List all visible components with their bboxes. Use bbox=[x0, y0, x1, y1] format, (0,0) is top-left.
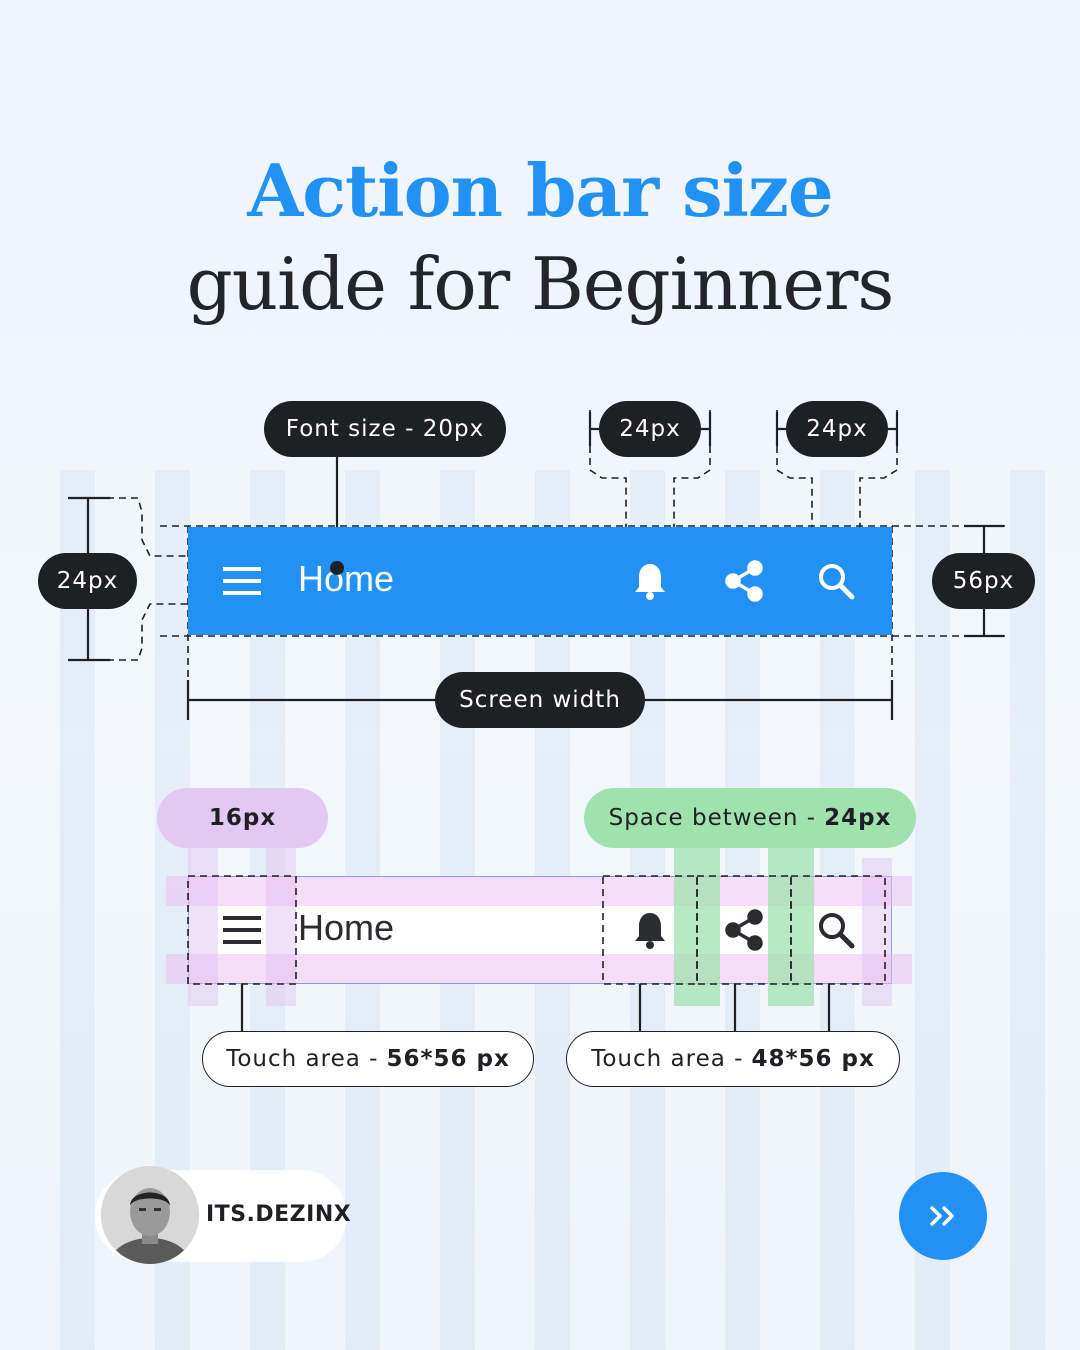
screen-width-label: Screen width bbox=[435, 672, 645, 728]
icon-width-label-bell: 24px bbox=[599, 401, 701, 457]
avatar bbox=[101, 1166, 199, 1264]
action-bar-blue bbox=[188, 527, 892, 635]
title-line-2: guide for Beginners bbox=[186, 242, 895, 326]
icon-width-label-search: 24px bbox=[786, 401, 888, 457]
search-icon bbox=[812, 557, 860, 605]
action-bar-title: Home bbox=[298, 907, 395, 948]
double-chevron-right-icon bbox=[930, 1206, 954, 1226]
spacing-label-value: 24px bbox=[824, 805, 892, 831]
touch-area-right-value: 48*56 px bbox=[751, 1046, 875, 1072]
bar-height-label: 56px bbox=[932, 553, 1035, 609]
touch-area-left-value: 56*56 px bbox=[386, 1046, 510, 1072]
menu-icon bbox=[218, 906, 266, 954]
touch-area-right-text: Touch area - bbox=[591, 1046, 744, 1072]
title-line-1: Action bar size bbox=[247, 148, 833, 233]
padding-label: 16px bbox=[157, 788, 328, 848]
touch-area-label-left: Touch area - 56*56 px bbox=[202, 1031, 534, 1087]
touch-area-label-right: Touch area - 48*56 px bbox=[566, 1031, 900, 1087]
action-bar-title: Home bbox=[298, 558, 395, 599]
next-button[interactable] bbox=[899, 1172, 987, 1260]
font-size-pointer-dot bbox=[330, 561, 344, 575]
bell-icon bbox=[626, 906, 674, 954]
spacing-label-text: Space between - bbox=[608, 805, 817, 831]
spacing-label: Space between - 24px bbox=[584, 788, 916, 848]
share-icon bbox=[720, 557, 768, 605]
share-icon bbox=[720, 906, 768, 954]
menu-icon bbox=[218, 557, 266, 605]
bell-icon bbox=[626, 557, 674, 605]
icon-height-label: 24px bbox=[38, 553, 137, 609]
author-handle: ITS.DEZINX bbox=[206, 1202, 352, 1227]
font-size-label: Font size - 20px bbox=[264, 401, 506, 457]
touch-area-left-text: Touch area - bbox=[226, 1046, 379, 1072]
search-icon bbox=[812, 906, 860, 954]
